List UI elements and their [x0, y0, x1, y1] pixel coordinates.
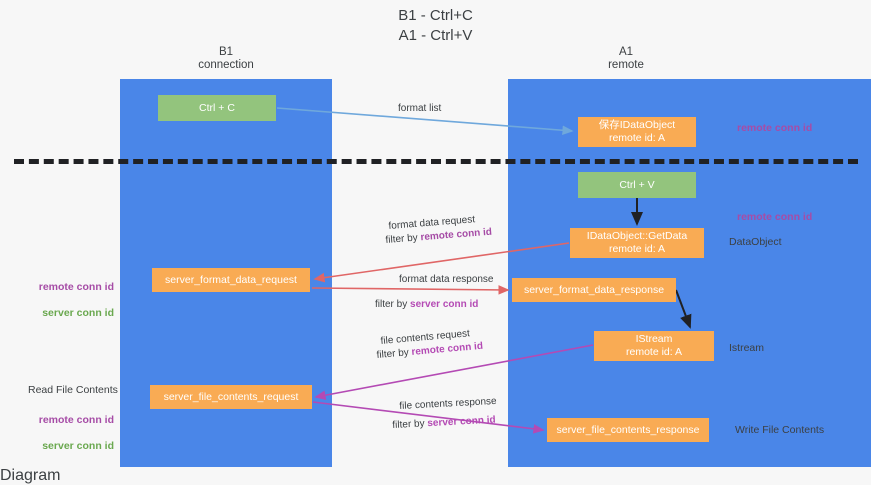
phase-divider: [14, 159, 858, 164]
filter-key-remote-conn-id: remote conn id: [420, 226, 493, 244]
annotation-remote-conn-id-mid: remote conn id: [737, 211, 813, 223]
annotation-remote-conn-id-top: remote conn id: [737, 122, 813, 134]
edge-label-format-data-response-filter: filter by server conn id: [375, 297, 478, 312]
node-server-file-contents-request[interactable]: server_file_contents_request: [150, 385, 312, 409]
edge-label-file-contents-response-filter: filter by server conn id: [392, 413, 496, 433]
filter-prefix: filter by: [392, 418, 428, 431]
annotation-remote-conn-id-left-bottom: remote conn id: [38, 414, 114, 426]
filter-key-server-conn-id: server conn id: [427, 414, 496, 430]
annotation-dataobject: DataObject: [729, 236, 782, 248]
annotation-server-conn-id-left-bottom: server conn id: [42, 440, 114, 452]
node-istream[interactable]: IStream remote id: A: [594, 331, 714, 361]
annotation-write-file-contents: Write File Contents: [735, 424, 825, 436]
annotation-istream: Istream: [729, 342, 765, 354]
swimlane-header-a1: A1 remote: [608, 46, 644, 71]
annotation-conn-ids-mid: remote conn id server conn id: [22, 268, 114, 333]
node-server-format-data-request[interactable]: server_format_data_request: [152, 268, 310, 292]
annotation-remote-conn-id-left-mid: remote conn id: [38, 281, 114, 293]
swimlane-header-b1: B1 connection: [198, 46, 254, 71]
filter-prefix: filter by: [375, 299, 411, 310]
diagram-canvas: B1 - Ctrl+C A1 - Ctrl+V B1 connection A1…: [14, 7, 871, 467]
node-server-file-contents-response[interactable]: server_file_contents_response: [547, 418, 709, 442]
node-server-format-data-response[interactable]: server_format_data_response: [512, 278, 676, 302]
annotation-server-conn-id-left-mid: server conn id: [42, 307, 114, 319]
filter-key-remote-conn-id: remote conn id: [411, 340, 484, 358]
filter-prefix: filter by: [376, 346, 413, 361]
annotation-conn-ids-bottom: remote conn id server conn id: [22, 401, 114, 466]
edge-label-file-contents-response: file contents response: [399, 395, 497, 412]
node-ctrl-c[interactable]: Ctrl + C: [158, 95, 276, 121]
edge-label-format-data-response: format data response: [399, 274, 494, 285]
filter-key-server-conn-id: server conn id: [410, 299, 479, 310]
filter-prefix: filter by: [385, 232, 421, 246]
node-store-idataobject[interactable]: 保存IDataObject remote id: A: [578, 117, 696, 147]
node-ctrl-v[interactable]: Ctrl + V: [578, 172, 696, 198]
edge-label-format-list: format list: [398, 103, 442, 114]
diagram-title: B1 - Ctrl+C A1 - Ctrl+V: [398, 7, 473, 44]
annotation-read-file-contents: Read File Contents: [28, 384, 118, 396]
node-idataobject-getdata[interactable]: IDataObject::GetData remote id: A: [570, 228, 704, 258]
